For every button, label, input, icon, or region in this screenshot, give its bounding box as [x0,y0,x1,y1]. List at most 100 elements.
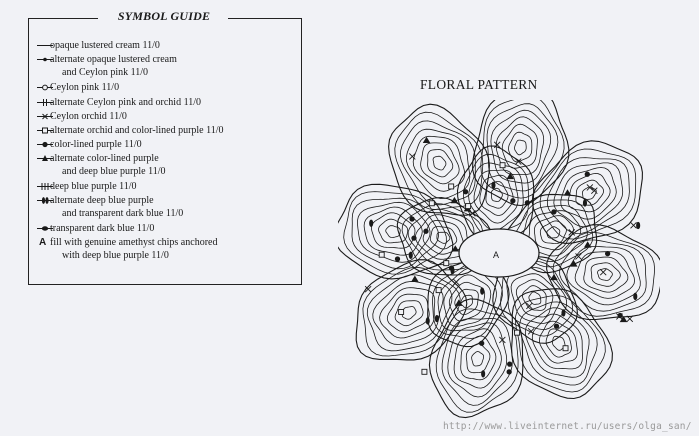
bead-symbol-mark [551,209,557,215]
bead-symbol-mark [617,312,623,319]
bead-symbol-mark [562,345,569,352]
petal-contour [511,288,613,400]
open-circle-line-icon [37,84,53,91]
petal-contour [388,103,490,216]
petal-contour [552,231,656,317]
petal-contour [524,307,590,378]
petal-contour [447,322,508,398]
bead-symbol-mark [479,340,485,346]
bead-symbol-mark [411,235,417,241]
petal-contour [370,212,416,249]
bead-symbol-mark [527,327,535,335]
petal-contour [581,186,597,200]
bead-symbol-mark [569,260,578,267]
bead-symbol-mark [582,199,588,207]
guide-entry-label: alternate color-lined purple [50,153,159,164]
petal-contour [500,260,574,337]
petal-contour [432,155,447,171]
petal-contour [546,224,660,321]
petal-contour [566,246,641,306]
petal-contour [597,268,613,281]
petal-contour [460,335,497,381]
bead-symbol-mark [526,302,533,310]
bead-symbol-mark [633,292,638,301]
petal-contour [407,208,475,266]
petal-contour [429,226,458,250]
guide-entry-label: alternate opaque lustered cream [50,54,177,65]
bead-symbol-mark [507,361,513,367]
petal-contour [546,226,561,239]
bead-symbol-mark [469,210,476,217]
petal-contour [372,281,444,345]
bead-symbol-mark [499,162,506,169]
bead-symbol-mark [428,200,435,207]
petal-contour [363,206,423,256]
guide-entry-label: fill with genuine amethyst chips anchore… [50,237,218,248]
petal-contour [454,288,479,316]
bead-symbol-mark [394,256,401,262]
petal-contour [534,215,574,251]
petal-contour [521,285,547,311]
bead-symbol-mark [425,317,430,325]
petal-contour [567,172,611,213]
bead-symbol-mark [450,196,459,204]
symbol-guide-box [28,18,302,285]
bead-symbol-mark [506,369,512,375]
petal-contour [420,142,460,185]
bead-symbol-mark [514,158,522,165]
petal-contour [539,220,567,245]
petal-contour [519,301,598,386]
petal-contour [453,328,502,389]
petal-contour [515,279,554,318]
bead-symbol-mark [481,370,486,378]
guide-entry-label: Ceylon pink 11/0 [50,82,120,93]
bead-symbol-mark [465,203,472,210]
bead-symbol-mark [480,287,485,295]
petal-contour [575,179,605,206]
bead-symbol-mark [493,141,501,149]
floral-pattern-diagram [338,100,660,419]
bead-symbol-mark [499,336,506,344]
plain-line-icon [37,45,53,46]
dot-line-icon [37,57,53,62]
triple-bar-line-icon [37,183,53,190]
bead-symbol-mark [408,251,413,259]
bead-symbol-mark [514,329,521,336]
guide-entry-label-continued: and deep blue purple 11/0 [62,166,166,177]
petal-contour [405,128,471,200]
petal-contour [394,111,484,210]
petal-contour [355,259,468,361]
oval-line-icon [37,226,53,231]
cross-line-icon [37,113,53,120]
petal-contour [553,162,624,228]
floral-pattern-title: FLORAL PATTERN [420,77,538,92]
petal-contour [510,273,561,324]
petal-contour [485,181,509,209]
guide-entry-label: opaque lustered cream 11/0 [50,40,160,51]
petal-contour [480,100,565,199]
bead-symbol-mark [575,253,582,260]
bead-symbol-mark [553,323,560,329]
petal-contour [357,201,431,263]
petal-contour [386,293,430,333]
guide-top-rule-right [228,18,301,19]
double-drop-line-icon [37,197,53,204]
petal-contour [462,153,529,237]
petal-contour [437,267,497,332]
double-bar-line-icon [37,99,53,106]
bead-symbol-mark [411,275,419,282]
center-oval [458,228,540,278]
petal-contour [436,231,451,244]
petal-contour [338,183,454,280]
petal-contour [428,298,524,419]
bead-symbol-mark [591,187,598,195]
petal-contour [394,300,424,327]
bead-symbol-mark [510,198,516,204]
petal-contour [443,274,492,327]
bead-symbol-mark [630,222,637,229]
petal-contour [366,274,453,352]
bead-symbol-mark [583,241,592,248]
bead-symbol-mark [563,189,572,196]
guide-entry-label-continued: with deep blue purple 11/0 [62,250,169,261]
petal-contour [495,116,545,175]
